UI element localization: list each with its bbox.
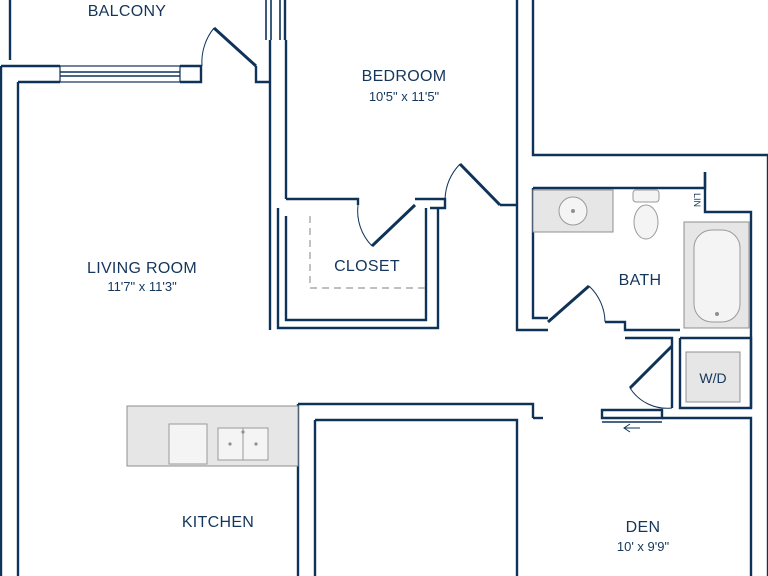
bedroom-label: BEDROOM [362, 68, 447, 85]
kitchen-fixtures [126, 405, 299, 467]
bathtub-basin-icon [693, 229, 741, 323]
living-room-label: LIVING ROOM [87, 260, 197, 277]
closet-door-leaf [370, 203, 417, 248]
bath-door-leaf [547, 284, 590, 324]
bedroom-dimensions: 10'5" x 11'5" [369, 89, 440, 104]
bedroom-door-leaf [458, 162, 502, 207]
balcony-door-swing [201, 27, 215, 67]
doors [201, 26, 674, 433]
bath-fixtures [532, 189, 750, 403]
kitchen-label: KITCHEN [182, 514, 254, 531]
den-dimensions: 10' x 9'9" [617, 539, 670, 554]
toilet-tank-icon [632, 189, 660, 203]
wd-unit [685, 351, 741, 403]
linen-label: LIN [692, 193, 702, 207]
den-door-arrow-icon [623, 423, 640, 433]
bath-label: BATH [619, 272, 662, 289]
dishwasher-icon [168, 423, 208, 465]
toilet-bowl-icon [633, 204, 659, 240]
living-room-dimensions: 11'7" x 11'3" [107, 279, 177, 294]
wd-door-swing [629, 387, 673, 409]
tub-drain-icon [715, 312, 719, 316]
balcony-label: BALCONY [88, 3, 167, 20]
room-labels: BALCONY BEDROOM 10'5" x 11'5" LIVING ROO… [87, 3, 727, 554]
kitchen-counter [126, 405, 299, 467]
wd-label: W/D [699, 370, 726, 386]
closet-door-swing [357, 204, 373, 247]
balcony-door-leaf [212, 26, 258, 68]
wd-door-leaf [628, 344, 674, 390]
closet-rod [309, 216, 426, 289]
den-label: DEN [626, 519, 661, 536]
bedroom-door-swing [444, 163, 461, 200]
bath-door-swing [588, 285, 606, 323]
closet-label: CLOSET [334, 258, 400, 275]
drain-icon [571, 209, 575, 213]
